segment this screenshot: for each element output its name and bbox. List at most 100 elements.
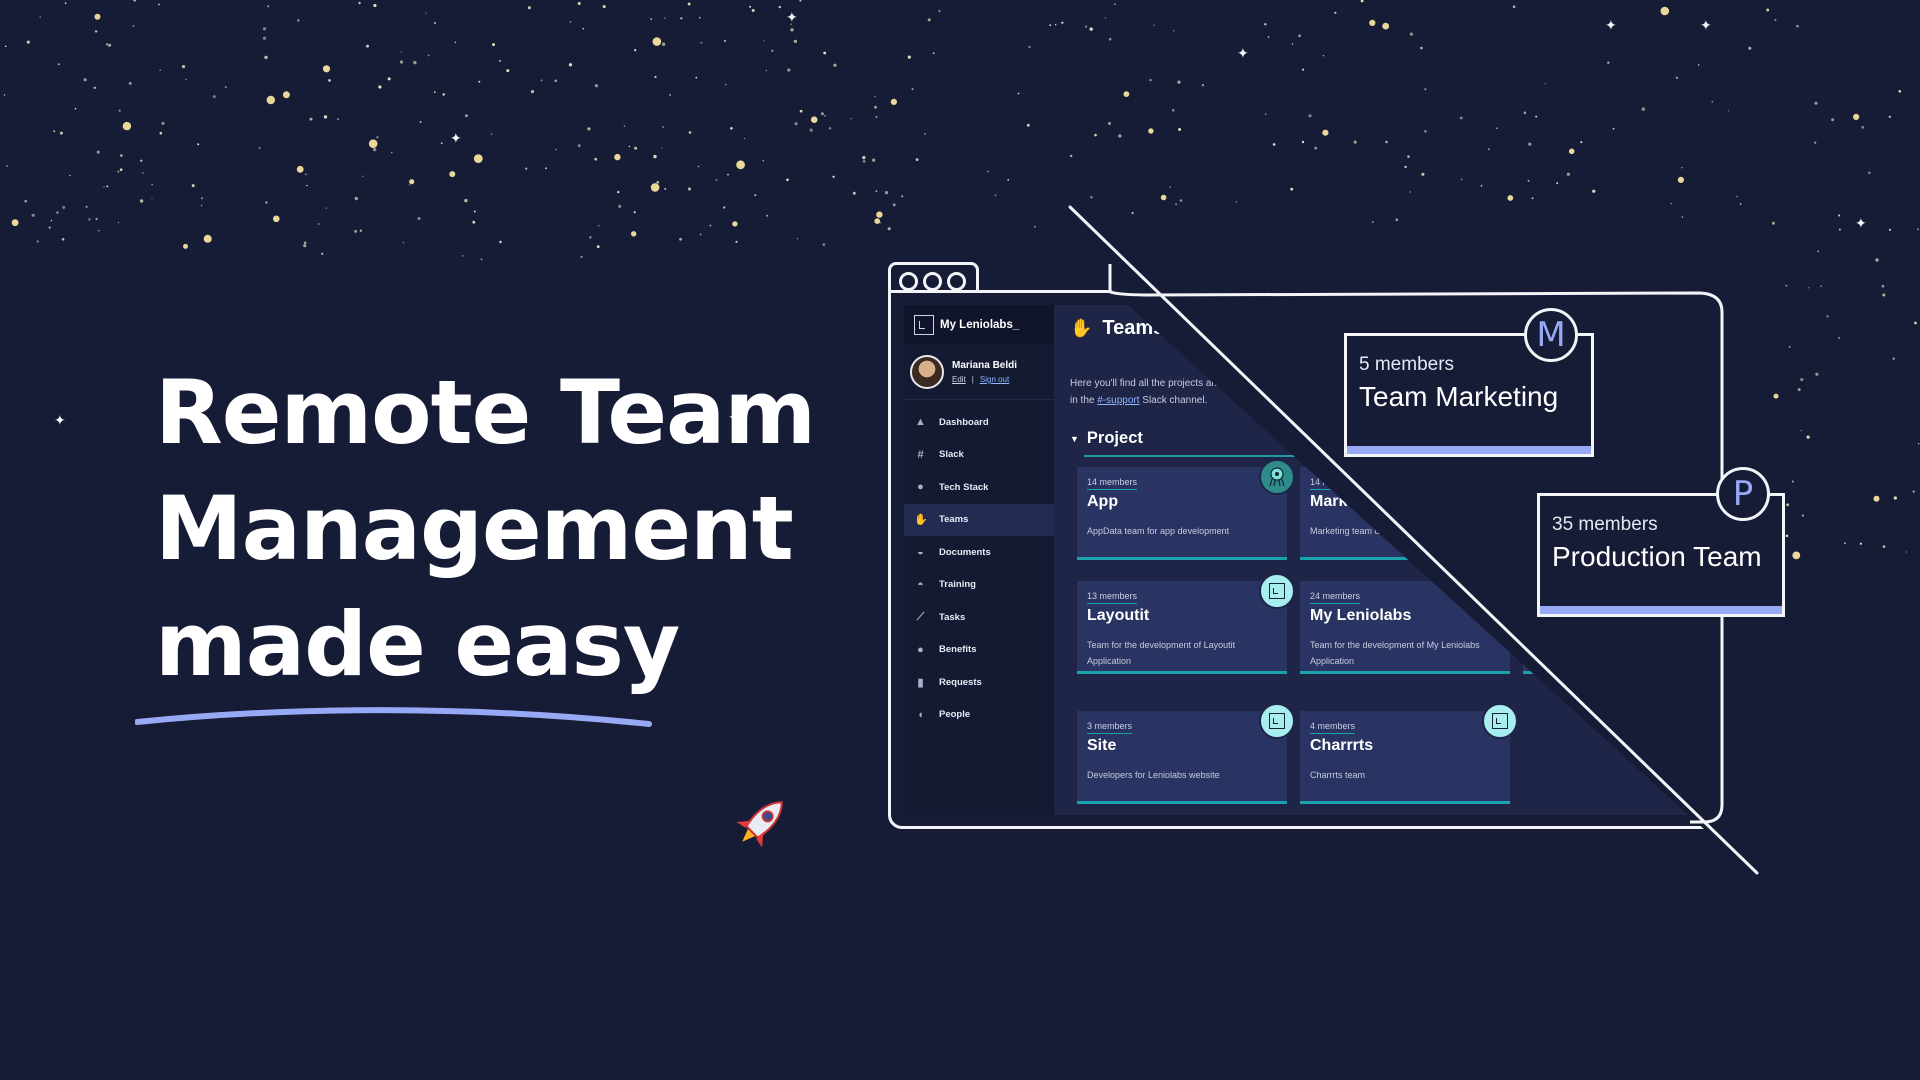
team-card-marketing[interactable]: 14 members Marketing Marketing team deve xyxy=(1300,467,1510,560)
walkie-talkie-icon: ▮ xyxy=(917,676,924,689)
sidebar-item-tech-stack[interactable]: ● Tech Stack xyxy=(904,471,1054,504)
svg-text:✦: ✦ xyxy=(786,10,798,26)
intro-line-2-post: Slack channel. xyxy=(1139,395,1208,406)
svg-text:✦: ✦ xyxy=(1605,18,1617,34)
brand-logo-icon xyxy=(914,315,934,335)
rocket-icon xyxy=(736,801,783,848)
alien-icon xyxy=(1259,459,1295,495)
intro-text: Here you'll find all the projects and w … xyxy=(1070,375,1350,409)
team-letter-p-icon: P xyxy=(1716,467,1770,521)
card-members: 3 members xyxy=(1087,721,1133,734)
sidebar-item-label: Dashboard xyxy=(939,416,989,428)
window-dot-icon xyxy=(947,272,966,291)
hero-line-2: Management xyxy=(155,477,794,580)
sidebar-item-tasks[interactable]: ⟋Tasks xyxy=(904,601,1054,634)
sidebar-item-label: Documents xyxy=(939,546,991,558)
card-members: 24 members xyxy=(1310,591,1361,604)
card-description: Marketing team deve xyxy=(1310,526,1395,536)
section-title: Project xyxy=(1086,429,1143,447)
sidebar-item-label: Teams xyxy=(939,514,969,526)
user-links-separator: | xyxy=(971,375,974,384)
sign-out-link[interactable]: Sign out xyxy=(979,375,1010,384)
team-card-site[interactable]: 3 members Site Developers for Leniolabs … xyxy=(1077,703,1295,804)
sidebar-item-requests[interactable]: ▮ Requests xyxy=(904,666,1054,699)
window-tab xyxy=(888,262,979,295)
sidebar-nav: ▲ Dashboard # Slack ● Tech Stack ✋ Teams ◒ Do… xyxy=(904,406,1054,731)
sidebar-item-training[interactable]: ◓Training xyxy=(904,569,1054,602)
user-profile: Mariana Beldi Edit|Sign out xyxy=(904,345,1054,400)
sidebar-item-label: Slack xyxy=(939,449,964,461)
card-members: 14 members xyxy=(1310,477,1361,490)
team-card-members: 5 members xyxy=(1359,354,1455,375)
leniolabs-logo-icon xyxy=(1482,703,1518,739)
team-marketing-card[interactable]: 5 members Team Marketing xyxy=(1344,333,1594,457)
sidebar-item-teams[interactable]: ✋ Teams xyxy=(904,503,1054,536)
svg-text:✦: ✦ xyxy=(450,131,462,147)
hero-heading: Remote Team Management made easy xyxy=(155,355,816,703)
card-name: My Leniolabs xyxy=(1310,607,1412,624)
sidebar-item-label: Tech Stack xyxy=(939,481,989,493)
team-card-accent-bar xyxy=(1540,606,1782,614)
card-description: Charrrts team xyxy=(1310,770,1366,780)
vulcan-hand-icon: ✋ xyxy=(914,514,928,527)
helmet-icon: ◖ xyxy=(917,708,924,721)
team-card-name: Team Marketing xyxy=(1359,381,1559,412)
support-channel-link[interactable]: #-support xyxy=(1097,395,1140,406)
card-members: 14 members xyxy=(1087,477,1138,490)
svg-text:✦: ✦ xyxy=(1855,216,1867,232)
team-card-my-leniolabs[interactable]: 24 members My Leniolabs Team for the dev… xyxy=(1300,581,1510,674)
card-members: 13 members xyxy=(1087,591,1138,604)
ufo-icon: ◒ xyxy=(917,546,924,559)
card-description: Team for the development of Layoutit App… xyxy=(1087,640,1236,666)
sidebar-item-documents[interactable]: ◒ Documents xyxy=(904,536,1054,569)
team-card-layoutit[interactable]: 13 members Layoutit Team for the develop… xyxy=(1077,573,1295,674)
card-name: Layoutit xyxy=(1087,607,1150,624)
avatar xyxy=(910,355,944,389)
page-title-text: Teams xyxy=(1102,317,1165,339)
rocket-icon: ▲ xyxy=(915,416,926,429)
intro-line-1: Here you'll find all the projects and w xyxy=(1070,378,1233,389)
sidebar-item-dashboard[interactable]: ▲ Dashboard xyxy=(904,406,1054,439)
sidebar-item-label: People xyxy=(939,709,971,721)
window-dot-icon xyxy=(923,272,942,291)
brand[interactable]: My Leniolabs_ xyxy=(904,305,1054,345)
leniolabs-logo-icon xyxy=(1259,573,1295,609)
sidebar-item-label: Benefits xyxy=(939,644,977,656)
sidebar: My Leniolabs_ Mariana Beldi Edit|Sign ou… xyxy=(904,305,1054,815)
vulcan-hand-icon: ✋ xyxy=(1070,318,1093,338)
card-description: Developers for Leniolabs website xyxy=(1087,770,1220,780)
telescope-icon: ⟋ xyxy=(916,610,925,623)
hero-underline xyxy=(135,707,652,727)
hero-line-3: made easy xyxy=(155,593,680,696)
page-title: ✋ Teams xyxy=(1070,317,1164,340)
leniolabs-logo-icon xyxy=(1259,703,1295,739)
card-name: Marketing xyxy=(1310,493,1386,510)
sidebar-item-slack[interactable]: # Slack xyxy=(904,439,1054,472)
intro-line-2-pre: in the xyxy=(1070,395,1098,406)
team-card-app[interactable]: 14 members App AppData team for app deve… xyxy=(1077,459,1295,560)
sidebar-item-benefits[interactable]: ● Benefits xyxy=(904,634,1054,667)
card-name: App xyxy=(1087,493,1119,510)
team-card-accent-bar xyxy=(1347,446,1591,454)
planet-icon: ● xyxy=(917,481,924,494)
team-card-charrrts[interactable]: 4 members Charrrts Charrrts team xyxy=(1300,703,1518,804)
card-members: 4 members xyxy=(1310,721,1356,734)
production-team-card[interactable]: 35 members Production Team xyxy=(1537,493,1785,617)
card-name: Site xyxy=(1087,737,1117,754)
svg-text:✦: ✦ xyxy=(1237,46,1249,62)
window-dot-icon xyxy=(899,272,918,291)
sidebar-item-label: Requests xyxy=(939,676,982,688)
caret-down-icon: ▼ xyxy=(1070,433,1079,444)
team-letter-m-icon: M xyxy=(1524,308,1578,362)
sidebar-item-people[interactable]: ◖ People xyxy=(904,699,1054,732)
svg-text:✦: ✦ xyxy=(728,410,740,426)
ufo-small-icon: ◓ xyxy=(917,578,924,591)
svg-text:✦: ✦ xyxy=(54,413,66,429)
card-description: AppData team for app development xyxy=(1087,526,1230,536)
project-section-toggle[interactable]: ▼ Project xyxy=(1070,429,1143,448)
slack-icon: # xyxy=(917,448,924,461)
team-card-members: 35 members xyxy=(1552,514,1658,535)
edit-profile-link[interactable]: Edit xyxy=(952,375,966,384)
planet-icon: ● xyxy=(917,643,924,656)
